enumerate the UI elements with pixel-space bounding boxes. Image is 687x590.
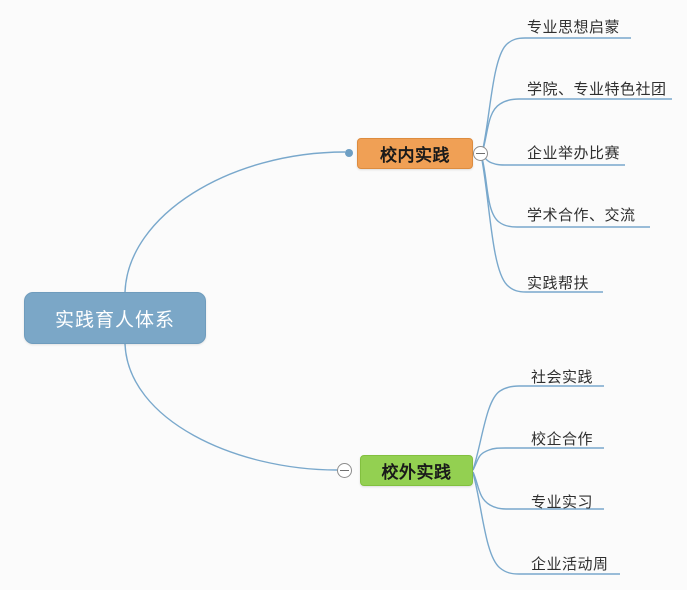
leaf-node[interactable]: 学术合作、交流 xyxy=(527,207,636,224)
leaf-node[interactable]: 专业思想启蒙 xyxy=(527,19,621,36)
leaf-node[interactable]: 专业实习 xyxy=(531,494,594,511)
root-node-label: 实践育人体系 xyxy=(54,309,175,331)
leaf-node[interactable]: 企业举办比赛 xyxy=(527,145,621,162)
branch-node-label: 校外实践 xyxy=(381,463,452,482)
branch-node-xiaonei-shijian[interactable]: 校内实践 xyxy=(357,138,473,169)
leaf-node[interactable]: 校企合作 xyxy=(531,431,594,448)
leaf-node[interactable]: 社会实践 xyxy=(531,369,594,386)
minus-circle-icon-branch-1[interactable] xyxy=(337,463,352,478)
edge-root-to-branch-0 xyxy=(124,151,346,293)
leaf-node[interactable]: 实践帮扶 xyxy=(527,275,590,292)
minus-circle-icon-branch-0[interactable] xyxy=(473,146,488,161)
leaf-node[interactable]: 企业活动周 xyxy=(531,556,609,573)
leaf-node[interactable]: 学院、专业特色社团 xyxy=(527,81,667,98)
edge-branch-1-child-1 xyxy=(472,447,604,471)
edge-root-to-branch-1 xyxy=(124,343,338,471)
branch-node-xiaowai-shijian[interactable]: 校外实践 xyxy=(360,455,473,486)
connector-dot xyxy=(345,149,353,157)
root-node[interactable]: 实践育人体系 xyxy=(24,292,206,344)
branch-node-label: 校内实践 xyxy=(380,146,450,165)
